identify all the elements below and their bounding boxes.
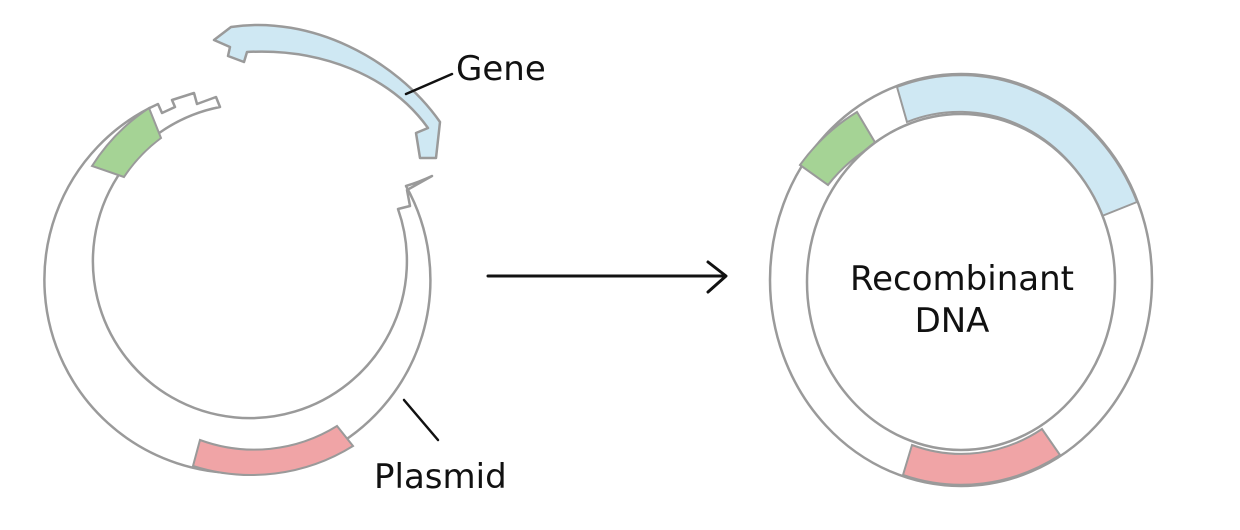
plasmid-green-marker: [90, 106, 163, 179]
plasmid-cut: [43, 91, 434, 476]
recombinant-ring-inner: [805, 112, 1117, 452]
plasmid-leader-line: [402, 398, 440, 442]
recombinant-plasmid: [768, 72, 1154, 488]
gene-fragment: [212, 23, 442, 160]
gene-leader-line: [404, 72, 454, 96]
plasmid-label: Plasmid: [374, 457, 507, 497]
recombinant-label-line2: DNA: [915, 301, 990, 341]
transform-arrow: [486, 260, 728, 294]
gene-label: Gene: [456, 49, 546, 89]
recombinant-label-line1: Recombinant: [850, 259, 1074, 299]
recombinant-gene-segment: [895, 74, 1139, 218]
recombinant-red-marker: [901, 427, 1062, 486]
plasmid-red-marker: [191, 424, 355, 476]
